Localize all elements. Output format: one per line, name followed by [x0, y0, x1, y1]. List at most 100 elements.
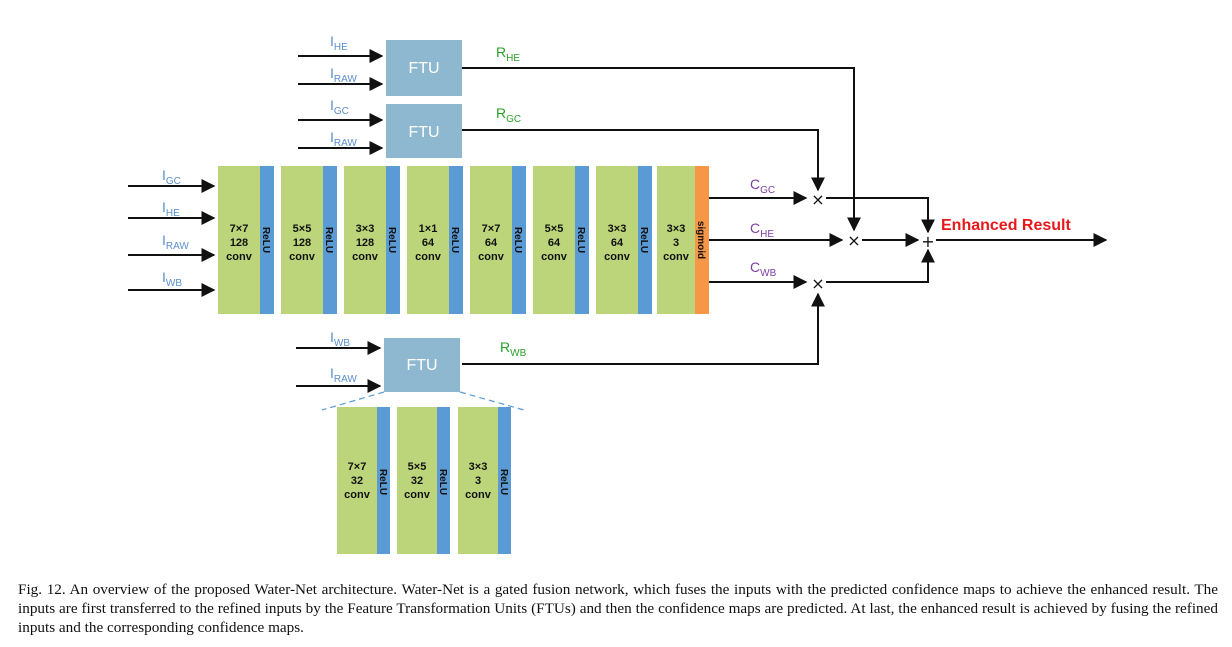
input-label-raw: IRAW	[330, 65, 357, 85]
ftu-gc-unit: IGC IRAW FTU RGC	[298, 97, 521, 158]
conv-op: conv	[289, 251, 316, 263]
confidence-label-gc: CGC	[750, 176, 775, 196]
main-block-7: 3×3 64 conv ReLU	[596, 166, 652, 314]
confidence-label-wb: CWB	[750, 259, 777, 279]
ftu-block-3: 3×3 3 conv ReLU	[458, 407, 511, 554]
relu-label: ReLU	[575, 227, 586, 253]
refined-label-gc: RGC	[496, 105, 521, 125]
input-label-wb: IWB	[330, 329, 350, 349]
conv-channels: 64	[548, 237, 561, 249]
ftu-box-gc	[386, 104, 462, 158]
ftu-label: FTU	[406, 357, 437, 374]
ftu-block-2: 5×5 32 conv ReLU	[397, 407, 450, 554]
conv-kernel: 7×7	[348, 461, 367, 473]
fusion-line-gc	[826, 197, 935, 234]
input-label-raw: IRAW	[330, 129, 357, 149]
main-block-6: 5×5 64 conv ReLU	[533, 166, 589, 314]
conv-kernel: 3×3	[608, 223, 627, 235]
confidence-outputs: CGC CHE CWB	[709, 176, 844, 289]
input-label-raw: IRAW	[162, 232, 189, 252]
relu-layer	[377, 407, 390, 554]
main-block-1: 7×7 128 conv ReLU	[218, 166, 274, 314]
input-label-he: IHE	[330, 33, 348, 53]
refined-gc-line	[462, 129, 825, 192]
enhanced-result-label: Enhanced Result	[941, 217, 1071, 234]
input-label-gc: IGC	[330, 97, 349, 117]
main-block-5: 7×7 64 conv ReLU	[470, 166, 526, 314]
conv-layer	[470, 166, 512, 314]
conv-channels: 32	[411, 475, 423, 487]
conv-channels: 128	[230, 237, 248, 249]
conv-op: conv	[478, 251, 505, 263]
relu-layer	[323, 166, 337, 314]
relu-layer	[260, 166, 274, 314]
conv-kernel: 3×3	[356, 223, 375, 235]
relu-layer	[437, 407, 450, 554]
relu-label: ReLU	[323, 227, 334, 253]
main-block-4: 1×1 64 conv ReLU	[407, 166, 463, 314]
input-label-he: IHE	[162, 199, 180, 219]
multiply-symbol-gc: ×	[811, 190, 824, 209]
conv-op: conv	[663, 251, 690, 263]
conv-kernel: 5×5	[408, 461, 427, 473]
relu-label: ReLU	[512, 227, 523, 253]
relu-label: ReLU	[449, 227, 460, 253]
input-label-raw: IRAW	[330, 365, 357, 385]
multiply-symbol-he: ×	[847, 231, 860, 250]
main-block-2: 5×5 128 conv ReLU	[281, 166, 337, 314]
conv-layer	[657, 166, 695, 314]
conv-layer	[407, 166, 449, 314]
conv-channels: 64	[422, 237, 435, 249]
input-label-gc: IGC	[162, 167, 181, 187]
conv-layer	[344, 166, 386, 314]
ftu-he-unit: IHE IRAW FTU RHE	[298, 33, 520, 96]
conv-channels: 32	[351, 475, 363, 487]
relu-layer	[575, 166, 589, 314]
expand-line-left	[321, 391, 385, 411]
main-inputs: IGC IHE IRAW IWB	[128, 167, 216, 297]
conv-layer	[596, 166, 638, 314]
ftu-wb-unit: IWB IRAW FTU RWB	[296, 329, 527, 411]
water-net-diagram: IHE IRAW FTU RHE IGC IRAW FTU RGC IGC IH…	[128, 33, 1108, 554]
conv-op: conv	[344, 489, 371, 501]
refined-label-he: RHE	[496, 44, 520, 64]
refined-wb-line	[462, 292, 825, 365]
conv-channels: 3	[475, 475, 481, 487]
conv-kernel: 7×7	[482, 223, 501, 235]
conv-op: conv	[226, 251, 253, 263]
conv-channels: 128	[293, 237, 311, 249]
fusion: × × × + Enhanced Result	[811, 190, 1108, 293]
relu-layer	[386, 166, 400, 314]
relu-label: ReLU	[638, 227, 649, 253]
ftu-box-wb	[384, 338, 460, 392]
relu-label: ReLU	[377, 469, 388, 495]
refined-routing	[462, 67, 861, 365]
sigmoid-label: sigmoid	[695, 221, 706, 259]
ftu-label: FTU	[408, 124, 439, 141]
fusion-line-wb	[826, 248, 935, 283]
conv-kernel: 1×1	[419, 223, 438, 235]
conv-kernel: 5×5	[293, 223, 312, 235]
ftu-box-he	[386, 40, 462, 96]
sigmoid-layer	[695, 166, 709, 314]
conv-layer	[281, 166, 323, 314]
confidence-label-he: CHE	[750, 220, 774, 240]
multiply-symbol-wb: ×	[811, 274, 824, 293]
conv-channels: 64	[611, 237, 624, 249]
conv-op: conv	[465, 489, 492, 501]
conv-channels: 3	[673, 237, 679, 249]
conv-kernel: 3×3	[469, 461, 488, 473]
ftu-block-1: 7×7 32 conv ReLU	[337, 407, 390, 554]
conv-layer	[458, 407, 498, 554]
conv-layer	[337, 407, 377, 554]
main-block-8: 3×3 3 conv sigmoid	[657, 166, 709, 314]
relu-label: ReLU	[260, 227, 271, 253]
conv-op: conv	[404, 489, 431, 501]
relu-label: ReLU	[498, 469, 509, 495]
conv-kernel: 7×7	[230, 223, 249, 235]
conv-op: conv	[541, 251, 568, 263]
relu-label: ReLU	[437, 469, 448, 495]
relu-layer	[638, 166, 652, 314]
ftu-label: FTU	[408, 60, 439, 77]
conv-layer	[218, 166, 260, 314]
